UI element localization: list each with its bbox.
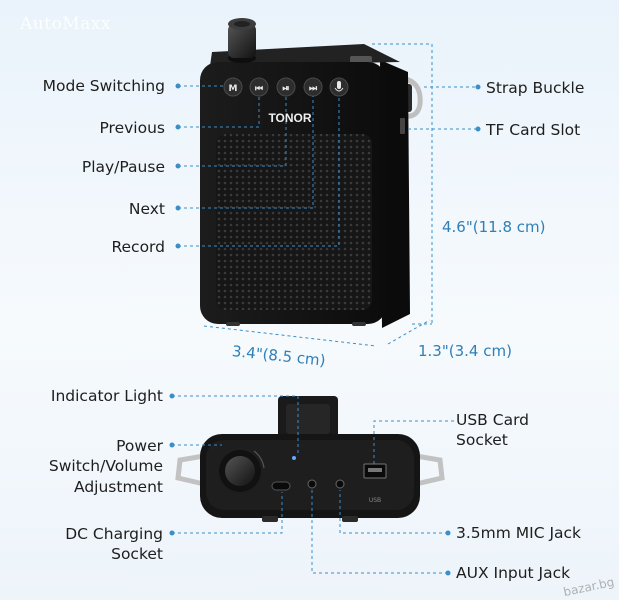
speaker-bottom: USB [175, 396, 445, 522]
label-usb-card-socket: USB Card Socket [456, 411, 530, 450]
label-dc-charging-socket: DC Charging Socket [65, 525, 163, 564]
watermark: AutoMaxx [20, 14, 112, 34]
microphone-icon [337, 81, 341, 89]
dimension-depth: 1.3"(3.4 cm) [418, 342, 512, 360]
svg-text:⏮: ⏮ [255, 84, 263, 94]
label-tf-card-slot: TF Card Slot [486, 121, 581, 139]
label-mic-jack: 3.5mm MIC Jack [456, 524, 582, 542]
brand-logo: TONOR [268, 111, 311, 125]
label-play-pause: Play/Pause [81, 158, 165, 176]
svg-text:⏭: ⏭ [309, 84, 318, 94]
label-next: Next [128, 200, 165, 218]
usb-port-label: USB [369, 497, 381, 504]
label-mode-switching: Mode Switching [42, 77, 165, 95]
label-indicator-light: Indicator Light [50, 387, 163, 405]
mode-button-glyph: M [229, 84, 238, 94]
svg-text:⏯: ⏯ [282, 84, 289, 94]
label-previous: Previous [99, 119, 165, 137]
label-strap-buckle: Strap Buckle [486, 79, 585, 97]
label-power-volume: Power Switch/Volume Adjustment [48, 437, 163, 496]
speaker-front: M ⏮ ⏯ ⏭ [200, 18, 423, 328]
label-aux-input-jack: AUX Input Jack [456, 564, 571, 582]
dimension-height: 4.6"(11.8 cm) [442, 218, 546, 236]
label-record: Record [111, 238, 165, 256]
